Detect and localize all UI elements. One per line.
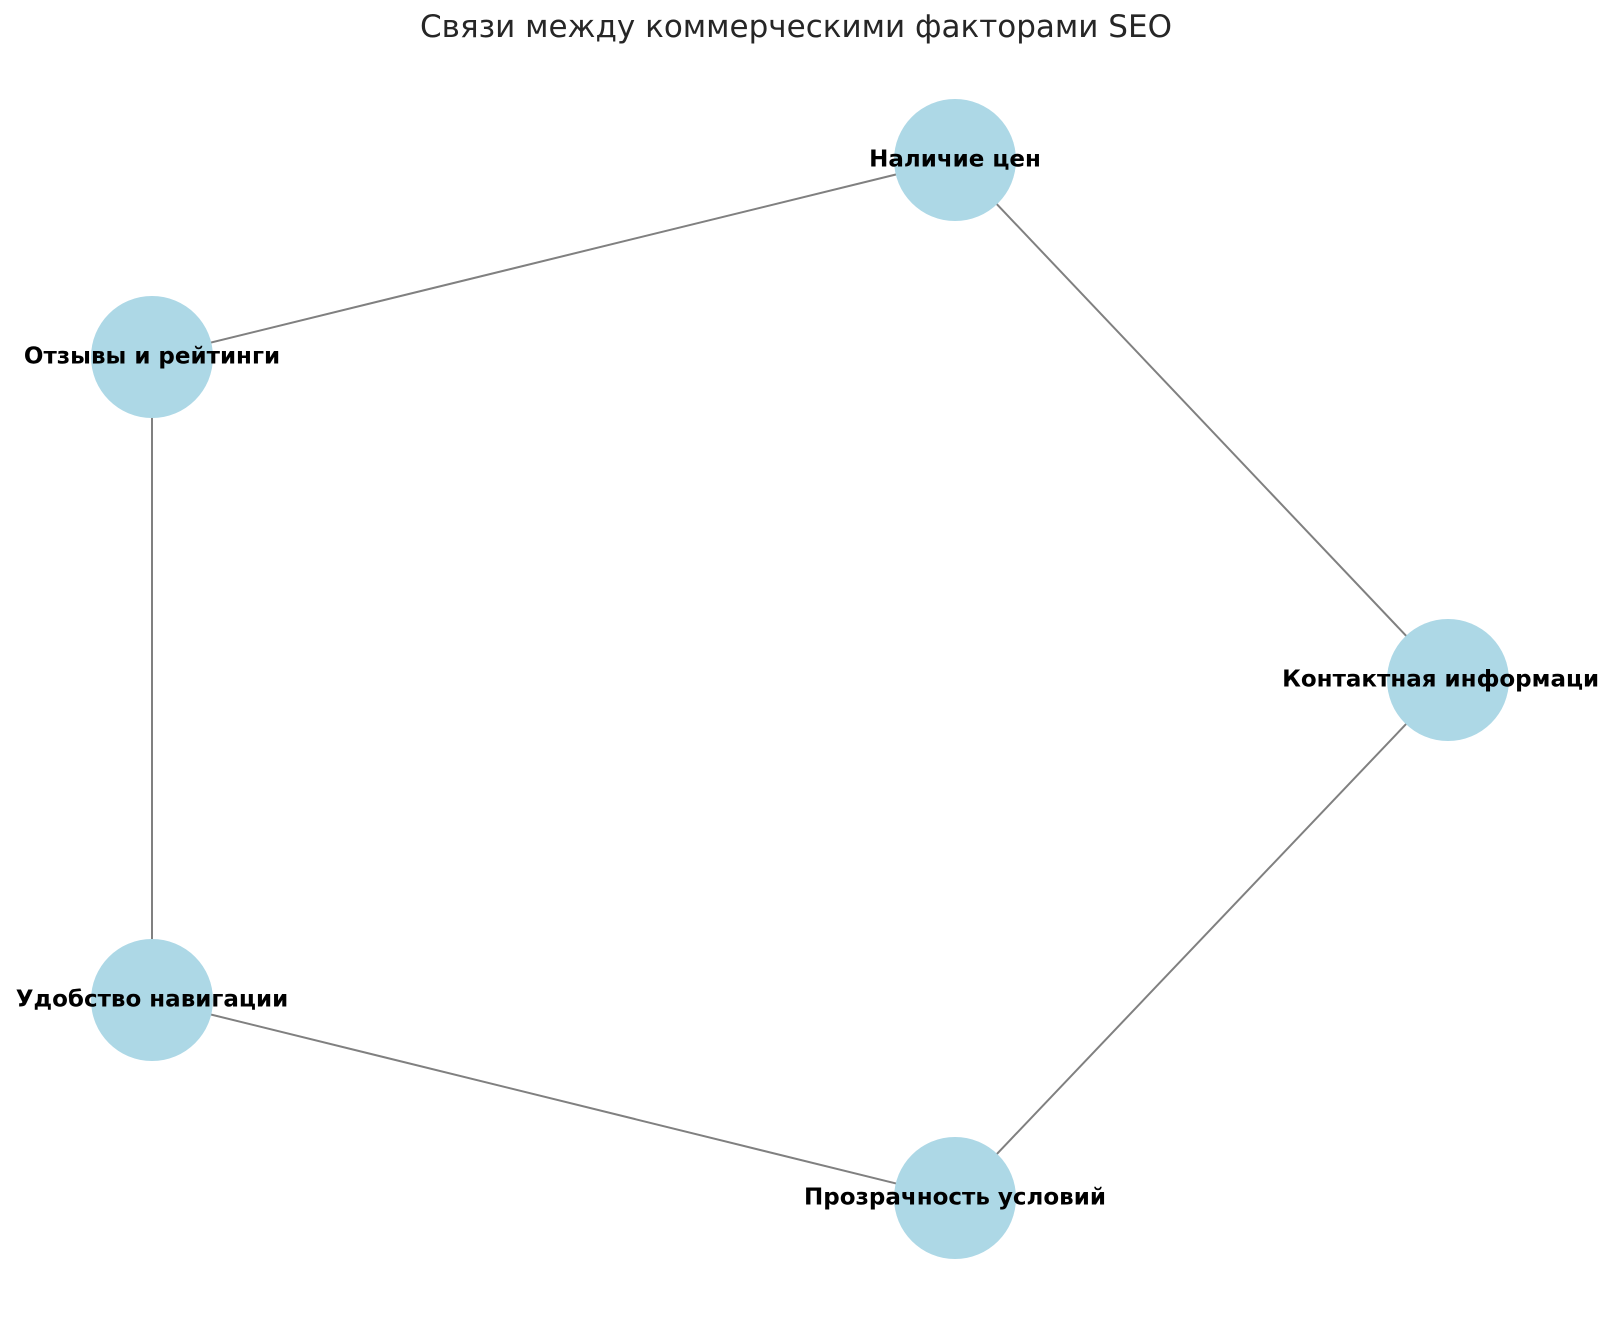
node-label-contact: Контактная информация: [1282, 666, 1600, 693]
node-contact: [1387, 619, 1509, 741]
edge-contact-transparency: [954, 679, 1449, 1199]
edge-prices-reviews: [151, 159, 956, 358]
edge-navigation-transparency: [151, 999, 956, 1199]
diagram-title: Связи между коммерческими факторами SEO: [420, 9, 1172, 45]
node-label-transparency: Прозрачность условий: [804, 1184, 1106, 1211]
node-label-navigation: Удобство навигации: [15, 986, 289, 1013]
node-reviews: [91, 296, 213, 418]
node-transparency: [894, 1137, 1016, 1259]
node-prices: [894, 99, 1016, 221]
node-label-reviews: Отзывы и рейтинги: [23, 343, 281, 370]
edge-prices-contact: [954, 159, 1449, 681]
node-label-prices: Наличие цен: [869, 146, 1041, 173]
node-navigation: [91, 939, 213, 1061]
